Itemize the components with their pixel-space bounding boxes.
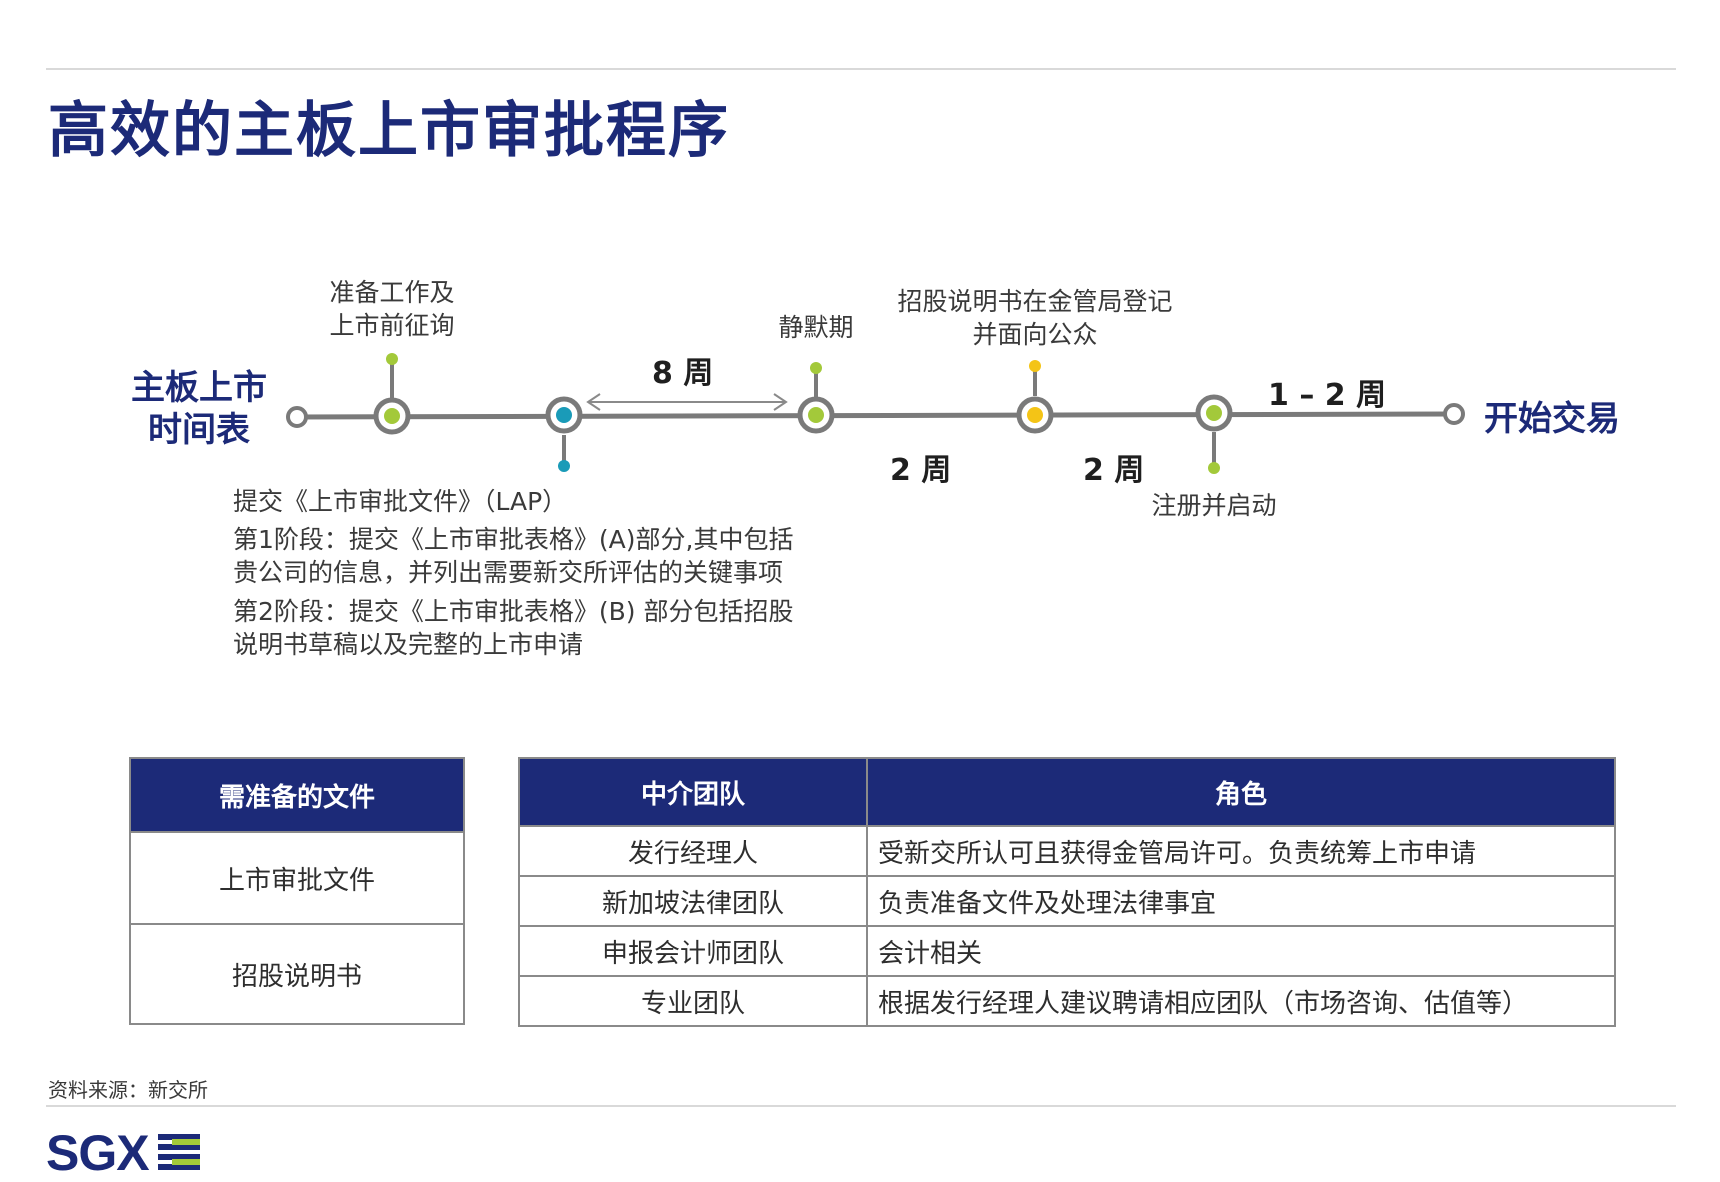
sgx-logo-mark-icon (158, 1134, 200, 1170)
team-name-cell: 新加坡法律团队 (518, 875, 868, 927)
timeline-start-node (286, 406, 308, 428)
timeline-line (295, 411, 1455, 420)
span-arrow-right-head (773, 393, 788, 411)
duration-2-weeks-b: 2 周 (1083, 453, 1145, 488)
stem-dot-quiet (810, 362, 822, 374)
timeline-graphic (286, 353, 1465, 474)
team-name-cell: 申报会计师团队 (518, 925, 868, 977)
team-table-header-team: 中介团队 (518, 757, 868, 827)
timeline-start-label-line1: 主板上市 (131, 368, 267, 408)
top-rule (46, 68, 1676, 70)
duration-2-weeks-a: 2 周 (890, 453, 952, 488)
node-quiet-center (808, 407, 824, 423)
node-register-center (1206, 405, 1222, 421)
timeline-end-node (1443, 403, 1465, 425)
lap-stages: 第1阶段：提交《上市审批表格》(A)部分,其中包括 贵公司的信息，并列出需要新交… (233, 523, 853, 667)
span-arrow-left-head (586, 393, 601, 411)
bottom-rule (46, 1105, 1676, 1107)
lap-stage-1: 第1阶段：提交《上市审批表格》(A)部分,其中包括 贵公司的信息，并列出需要新交… (233, 525, 794, 587)
duration-8-weeks: 8 周 (652, 356, 714, 391)
stem-dot-prospectus (1029, 360, 1041, 372)
stem-dot-lap (558, 460, 570, 472)
timeline-end-label: 开始交易 (1484, 399, 1620, 439)
milestone-prospectus-label: 招股说明书在金管局登记 并面向公众 (890, 285, 1180, 351)
team-role-cell: 负责准备文件及处理法律事宜 (866, 875, 1616, 927)
milestone-quiet-label: 静默期 (778, 313, 854, 342)
team-name-cell: 专业团队 (518, 975, 868, 1027)
milestone-prep-line2: 上市前征询 (329, 311, 455, 340)
milestone-prep-label: 准备工作及 上市前征询 (312, 276, 472, 342)
node-prospectus-center (1027, 407, 1043, 423)
duration-1-2-weeks: 1 – 2 周 (1268, 378, 1387, 413)
timeline-start-label-line2: 时间表 (148, 410, 250, 450)
milestone-lap-label: 提交《上市审批文件》（LAP） (233, 487, 568, 516)
docs-table: 需准备的文件 上市审批文件 招股说明书 (129, 757, 465, 1025)
milestone-prospectus-line1: 招股说明书在金管局登记 (897, 287, 1173, 316)
node-prep-center (384, 408, 400, 424)
table-row: 上市审批文件 (129, 831, 465, 925)
team-role-cell: 根据发行经理人建议聘请相应团队（市场咨询、估值等） (866, 975, 1616, 1027)
milestone-register-label: 注册并启动 (1151, 491, 1277, 520)
milestone-prospectus-line2: 并面向公众 (972, 320, 1098, 349)
docs-table-header: 需准备的文件 (129, 757, 465, 833)
timeline-start-label: 主板上市 时间表 (128, 367, 270, 451)
lap-stage-2: 第2阶段：提交《上市审批表格》(B) 部分包括招股 说明书草稿以及完整的上市申请 (233, 597, 794, 659)
team-role-cell: 会计相关 (866, 925, 1616, 977)
stem-dot-prep (386, 353, 398, 365)
milestone-prep-line1: 准备工作及 (329, 278, 455, 307)
table-row: 招股说明书 (129, 923, 465, 1025)
team-table: 中介团队 角色 发行经理人 受新交所认可且获得金管局许可。负责统筹上市申请 新加… (518, 757, 1616, 1027)
table-row: 专业团队 根据发行经理人建议聘请相应团队（市场咨询、估值等） (518, 975, 1616, 1027)
team-table-header-role: 角色 (866, 757, 1616, 827)
stem-dot-register (1208, 462, 1220, 474)
docs-cell: 招股说明书 (129, 923, 465, 1025)
page-title: 高效的主板上市审批程序 (48, 96, 730, 166)
table-row: 新加坡法律团队 负责准备文件及处理法律事宜 (518, 875, 1616, 927)
sgx-logo: SGX (46, 1125, 150, 1181)
table-row: 发行经理人 受新交所认可且获得金管局许可。负责统筹上市申请 (518, 825, 1616, 877)
team-role-cell: 受新交所认可且获得金管局许可。负责统筹上市申请 (866, 825, 1616, 877)
table-row: 申报会计师团队 会计相关 (518, 925, 1616, 977)
node-lap-center (556, 407, 572, 423)
docs-cell: 上市审批文件 (129, 831, 465, 925)
team-name-cell: 发行经理人 (518, 825, 868, 877)
source-note: 资料来源：新交所 (48, 1078, 208, 1102)
